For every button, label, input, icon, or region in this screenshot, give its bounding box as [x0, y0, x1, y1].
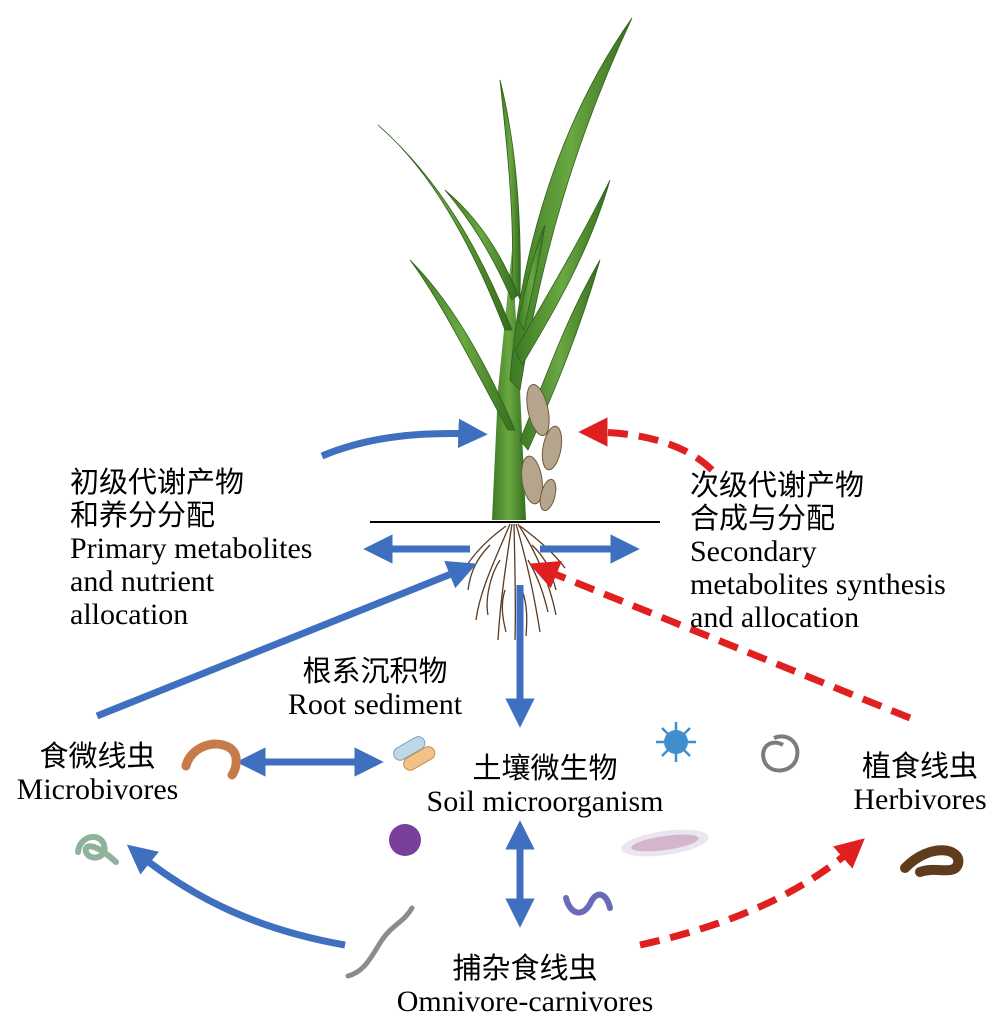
- primary-metabolites-label: 初级代谢产物 和养分分配 Primary metabolites and nut…: [70, 465, 313, 632]
- microbivores-cn: 食微线虫: [39, 739, 156, 773]
- herbivores-label: 植食线虫 Herbivores: [840, 749, 1000, 817]
- arrow-herbivores-to-root: [529, 561, 912, 722]
- secondary-cn-line2: 合成与分配: [690, 501, 836, 535]
- arrow-omnivores-to-herbivores: [639, 838, 865, 949]
- soil-microorganism-label: 土壤微生物 Soil microorganism: [395, 751, 695, 819]
- secondary-en-line2: metabolites synthesis: [690, 568, 946, 601]
- nematode-icon: [75, 834, 119, 865]
- nematode-icon: [345, 905, 415, 979]
- omnivores-en: Omnivore-carnivores: [396, 985, 654, 1017]
- arrow-secondary-up: [578, 417, 715, 473]
- omnivores-cn: 捕杂食线虫: [452, 951, 598, 985]
- primary-cn-line1: 初级代谢产物: [70, 465, 245, 499]
- root-sediment-cn: 根系沉积物: [302, 654, 448, 688]
- secondary-cn-line1: 次级代谢产物: [690, 468, 865, 502]
- arrow-omnivores-to-microbivores: [126, 844, 346, 949]
- root-sediment-label: 根系沉积物 Root sediment: [260, 654, 490, 722]
- primary-en-line3: allocation: [70, 598, 189, 631]
- arrow-microbivores-to-root: [95, 560, 477, 720]
- herbivores-en: Herbivores: [853, 783, 987, 816]
- primary-cn-line2: 和养分分配: [70, 498, 216, 532]
- omnivores-label: 捕杂食线虫 Omnivore-carnivores: [360, 952, 690, 1017]
- primary-en-line2: and nutrient: [70, 565, 215, 598]
- secondary-en-line1: Secondary: [690, 535, 817, 568]
- secondary-en-line3: and allocation: [690, 601, 860, 634]
- plant-illustration: [370, 17, 660, 641]
- herbivores-cn: 植食线虫: [861, 749, 978, 783]
- fungus-icon: [389, 824, 421, 856]
- soil-microorganism-cn: 土壤微生物: [472, 751, 618, 785]
- nematode-icon: [563, 891, 613, 916]
- microbivores-label: 食微线虫 Microbivores: [0, 739, 195, 807]
- soil-microorganism-en: Soil microorganism: [426, 785, 664, 818]
- spiral-icon: [761, 734, 800, 773]
- microbivores-en: Microbivores: [16, 773, 179, 806]
- secondary-metabolites-label: 次级代谢产物 合成与分配 Secondary metabolites synth…: [690, 468, 946, 635]
- primary-en-line1: Primary metabolites: [70, 532, 313, 565]
- arrow-primary-up: [320, 418, 488, 460]
- virus-icon: [656, 722, 696, 762]
- nematode-icon: [900, 845, 964, 877]
- root-sediment-en: Root sediment: [287, 688, 463, 721]
- bacteria-icon: [393, 736, 436, 771]
- bacteria-icon: [621, 829, 709, 857]
- nematode-icon: [181, 739, 241, 780]
